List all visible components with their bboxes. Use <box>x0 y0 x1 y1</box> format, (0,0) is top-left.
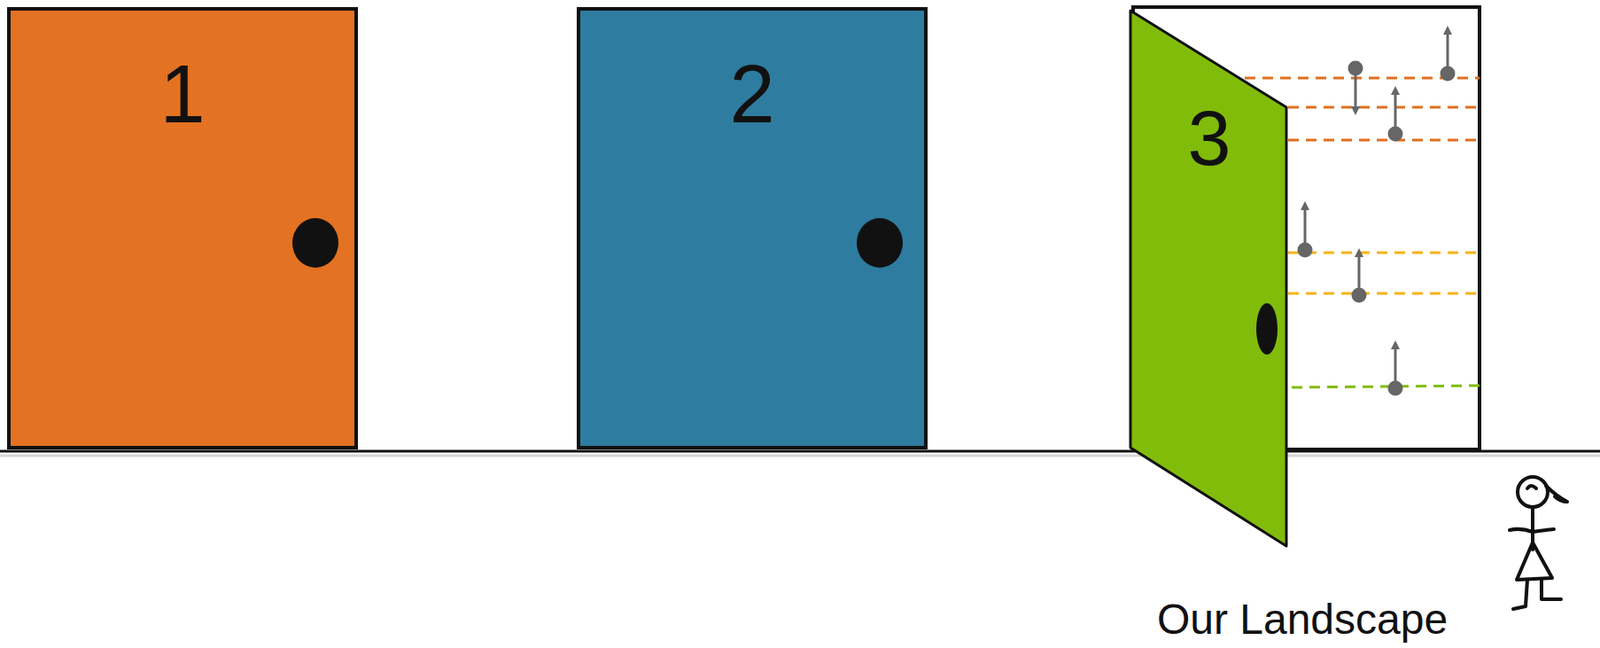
yellow-dashed-line <box>1288 251 1476 255</box>
door-knob <box>856 217 903 268</box>
orange-dashed-line <box>1288 139 1480 142</box>
figure-leg <box>1541 579 1562 599</box>
door: 2 <box>576 7 928 450</box>
door: 1 <box>7 7 358 450</box>
green-dashed-line <box>1291 385 1480 388</box>
door-number: 1 <box>159 53 205 135</box>
figure-skirt <box>1516 542 1553 580</box>
movement-arrows <box>1298 30 1454 395</box>
door-shape <box>1130 10 1287 546</box>
figure-arms <box>1509 528 1554 532</box>
door-knob <box>292 217 339 268</box>
arrow-dot <box>1352 288 1366 302</box>
figure-ponytail <box>1545 485 1568 502</box>
stick-figure <box>1509 476 1568 609</box>
door-knob <box>1256 302 1278 355</box>
ground-shadow <box>0 454 1600 458</box>
arrow-dot <box>1298 243 1312 257</box>
door-number: 2 <box>729 53 775 135</box>
arrow-dot <box>1389 127 1402 140</box>
orange-dashed-line <box>1288 106 1480 109</box>
door: 3 <box>1130 10 1287 546</box>
arrow-dot <box>1389 381 1402 395</box>
caption-label: Our Landscape <box>1157 598 1448 641</box>
figure-leg <box>1513 579 1528 609</box>
yellow-dashed-line <box>1288 292 1476 296</box>
arrow-dot <box>1441 67 1454 80</box>
figure-head <box>1517 476 1548 507</box>
figure-face <box>1527 485 1537 489</box>
arrow-dot <box>1349 62 1362 75</box>
open-door-panel <box>1130 10 1287 546</box>
door-number: 3 <box>1188 99 1232 178</box>
